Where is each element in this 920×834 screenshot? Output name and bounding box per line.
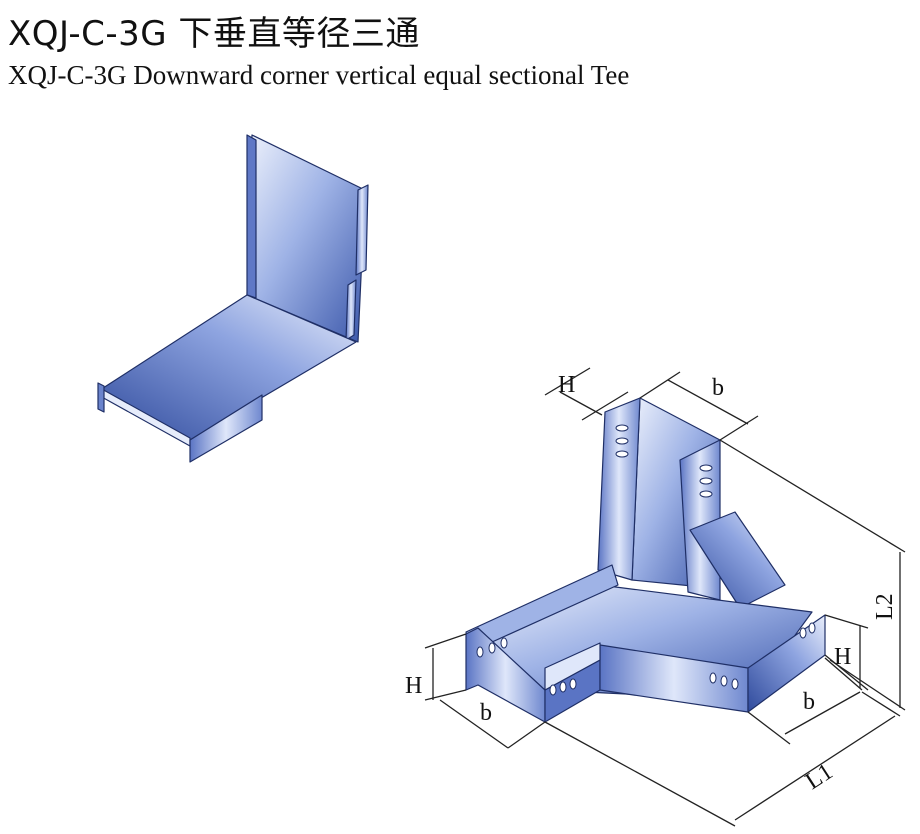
tee-drawing <box>465 397 826 723</box>
elbow-right-flange-lower <box>345 279 357 341</box>
tee-chute <box>689 511 786 609</box>
dim-label-b-top: b <box>712 375 724 401</box>
dim-label-l2: L2 <box>872 593 898 620</box>
dimension-lines <box>424 367 906 827</box>
title-english: XQJ-C-3G Downward corner vertical equal … <box>8 60 630 90</box>
dim-label-b-right: b <box>803 689 815 715</box>
elbow-left-end <box>97 382 105 413</box>
tee-slot-holes <box>476 424 816 696</box>
elbow-left-flange <box>246 134 257 299</box>
dim-label-h-top: H <box>558 372 575 398</box>
vertical-elbow-drawing <box>97 134 369 463</box>
dim-label-b-left: b <box>480 700 492 726</box>
tee-notch-wall <box>544 642 601 691</box>
title-chinese: XQJ-C-3G 下垂直等径三通 <box>8 14 420 54</box>
elbow-front-flange <box>189 394 263 463</box>
elbow-right-flange-upper <box>355 184 369 276</box>
tee-riser-left <box>597 397 641 581</box>
dim-label-l1: L1 <box>801 759 838 795</box>
dim-label-h-left: H <box>405 673 422 699</box>
dim-label-h-right: H <box>834 644 851 670</box>
